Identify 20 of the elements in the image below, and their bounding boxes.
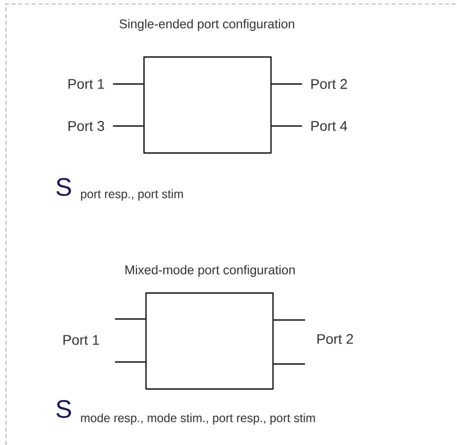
port-line	[113, 83, 144, 85]
s-symbol: S	[56, 400, 71, 418]
port-line	[113, 125, 144, 127]
heading: Single-ended port configuration	[120, 19, 294, 31]
port-line	[115, 361, 146, 363]
port-label: Port 4	[311, 121, 348, 131]
subscript-label: mode resp., mode stim., port resp., port stim	[81, 413, 315, 425]
port-label: Port 1	[63, 335, 99, 345]
port-label: Port 1	[68, 79, 104, 89]
s-symbol: S	[56, 178, 71, 196]
port-line	[115, 318, 146, 320]
port-line	[272, 125, 302, 127]
port-line	[272, 83, 302, 85]
port-label: Port 3	[68, 121, 104, 131]
port-label: Port 2	[317, 334, 353, 344]
port-line	[274, 319, 305, 321]
subscript-label: port resp., port stim	[81, 189, 183, 201]
heading: Mixed-mode port configuration	[126, 265, 295, 277]
port-line	[274, 363, 305, 365]
port-label: Port 2	[311, 79, 347, 89]
